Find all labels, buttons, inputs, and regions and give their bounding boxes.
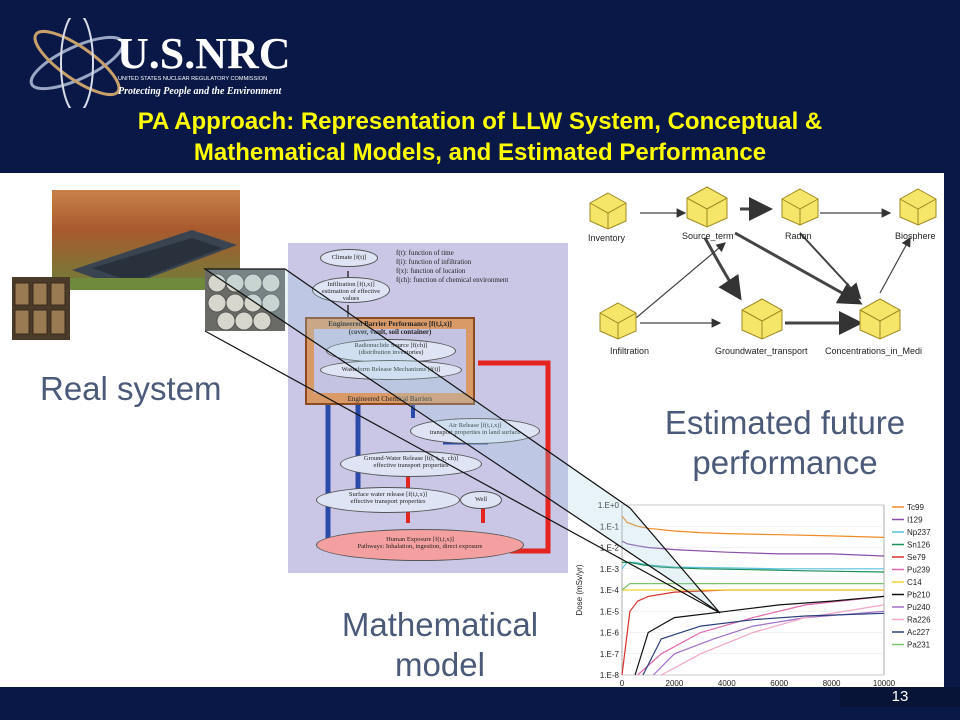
groundwater-node-label: Groundwater_transport bbox=[715, 346, 808, 356]
legend-label-pb210: Pb210 bbox=[907, 591, 931, 600]
goldsim-model bbox=[629, 197, 911, 335]
surface-water-node: Surface water release [f(t,i,x)]effectiv… bbox=[316, 487, 460, 513]
source-term-node-label: Source_term bbox=[682, 231, 734, 241]
series-line-ac227 bbox=[642, 612, 885, 676]
legend-label-se79: Se79 bbox=[907, 553, 926, 562]
well-node: Well bbox=[460, 491, 502, 509]
y-tick-label: 1.E-1 bbox=[600, 522, 620, 531]
legend-label-np237: Np237 bbox=[907, 528, 931, 537]
x-tick-label: 0 bbox=[620, 679, 625, 687]
legend-label-ra226: Ra226 bbox=[907, 616, 931, 625]
title-line-1: PA Approach: Representation of LLW Syste… bbox=[137, 108, 823, 135]
title-line-2: Mathematical Models, and Estimated Perfo… bbox=[193, 139, 767, 166]
series-line-pb210 bbox=[634, 595, 885, 676]
drums-photo bbox=[12, 277, 70, 340]
radon-node-icon bbox=[781, 188, 819, 226]
series-line-pu240 bbox=[652, 610, 885, 676]
concentrations-node-icon bbox=[859, 298, 901, 340]
infiltration-node: Infiltration [f(t,x)]estimation of effec… bbox=[312, 277, 390, 303]
series-line-pu239 bbox=[637, 595, 885, 676]
y-tick-label: 1.E-4 bbox=[600, 586, 620, 595]
groundwater-release-node: Ground-Water Release [f(t, i, x, ch)]eff… bbox=[340, 451, 482, 477]
legend-label-pa231: Pa231 bbox=[907, 641, 931, 650]
page-number: 13 bbox=[840, 687, 960, 707]
legend-label-tc99: Tc99 bbox=[907, 503, 924, 512]
atom-icon bbox=[29, 18, 125, 108]
x-tick-label: 6000 bbox=[770, 679, 788, 687]
y-tick-label: 1.E-6 bbox=[600, 629, 620, 638]
x-tick-label: 10000 bbox=[873, 679, 896, 687]
legend-label-ac227: Ac227 bbox=[907, 628, 930, 637]
series-line-tc99 bbox=[621, 515, 885, 538]
biosphere-node-label: Biosphere bbox=[895, 231, 936, 241]
math-model-diagram: Climate [f(t)] Infiltration [f(t,x)]esti… bbox=[288, 243, 568, 573]
y-tick-label: 1.E-2 bbox=[600, 544, 620, 553]
legend-label-sn126: Sn126 bbox=[907, 541, 931, 550]
inventory-node-icon bbox=[589, 192, 627, 230]
y-tick-label: 1.E-7 bbox=[600, 650, 620, 659]
inventory-node-label: Inventory bbox=[588, 233, 626, 243]
y-tick-label: 1.E-5 bbox=[600, 607, 620, 616]
series-line-ra226 bbox=[661, 604, 885, 676]
y-tick-label: 1.E+0 bbox=[598, 501, 620, 510]
wasteform-node: Wasteform Release Mechanisms [f(t)] bbox=[320, 360, 462, 380]
human-exposure-node: Human Exposure [f(t,i,x)]Pathways: Inhal… bbox=[316, 529, 524, 561]
footer-bar bbox=[0, 687, 960, 720]
logo-subtitle: UNITED STATES NUCLEAR REGULATORY COMMISS… bbox=[118, 76, 267, 82]
slide-title: PA Approach: Representation of LLW Syste… bbox=[10, 106, 950, 168]
concentrations-node-label: Concentrations_in_Medi bbox=[825, 346, 923, 356]
x-tick-label: 4000 bbox=[718, 679, 736, 687]
series-line-pa231 bbox=[621, 582, 884, 591]
climate-node: Climate [f(t)] bbox=[320, 249, 378, 267]
y-tick-label: 1.E-3 bbox=[600, 565, 620, 574]
chemical-barriers: Engineered Chemical Barriers bbox=[347, 395, 433, 403]
source-term-node-icon bbox=[686, 186, 728, 228]
air-release-node: Air Release [f(t,i,x)]transport properti… bbox=[410, 418, 540, 444]
real-system-label: Real system bbox=[40, 370, 222, 407]
logo-text: U.S.NRC bbox=[117, 29, 291, 78]
groundwater-node-icon bbox=[741, 298, 783, 340]
legend-label-c14: C14 bbox=[907, 578, 922, 587]
x-tick-label: 8000 bbox=[823, 679, 841, 687]
y-axis-label: Dose (mSv/yr) bbox=[575, 564, 584, 615]
connector-overlay bbox=[203, 268, 721, 614]
dose-chart: 1.E+0 1.E-1 1.E-2 1.E-3 1.E-4 1.E-5 1.E-6 1.E-7… bbox=[575, 501, 931, 687]
infiltration-node-icon bbox=[599, 302, 637, 340]
landfill-photo bbox=[52, 190, 240, 290]
radon-node-label: Radon bbox=[785, 231, 812, 241]
barrier-title: Engineered Barrier Performance [f(t,i,x)… bbox=[328, 320, 452, 336]
legend-label-i129: I129 bbox=[907, 516, 923, 525]
nrc-logo: U.S.NRC UNITED STATES NUCLEAR REGULATORY… bbox=[29, 18, 291, 108]
logo-tagline: Protecting People and the Environment bbox=[118, 86, 283, 97]
x-tick-label: 2000 bbox=[666, 679, 684, 687]
series-line-i129 bbox=[621, 540, 885, 557]
legend-label-pu239: Pu239 bbox=[907, 566, 931, 575]
y-tick-label: 1.E-8 bbox=[600, 671, 620, 680]
slide-content: Real system Climate [f(t)] Infiltration … bbox=[0, 173, 944, 687]
biosphere-node-icon bbox=[899, 188, 937, 226]
infiltration-node-label: Infiltration bbox=[610, 346, 650, 356]
legend-label-pu240: Pu240 bbox=[907, 603, 931, 612]
containers-photo bbox=[205, 269, 285, 331]
